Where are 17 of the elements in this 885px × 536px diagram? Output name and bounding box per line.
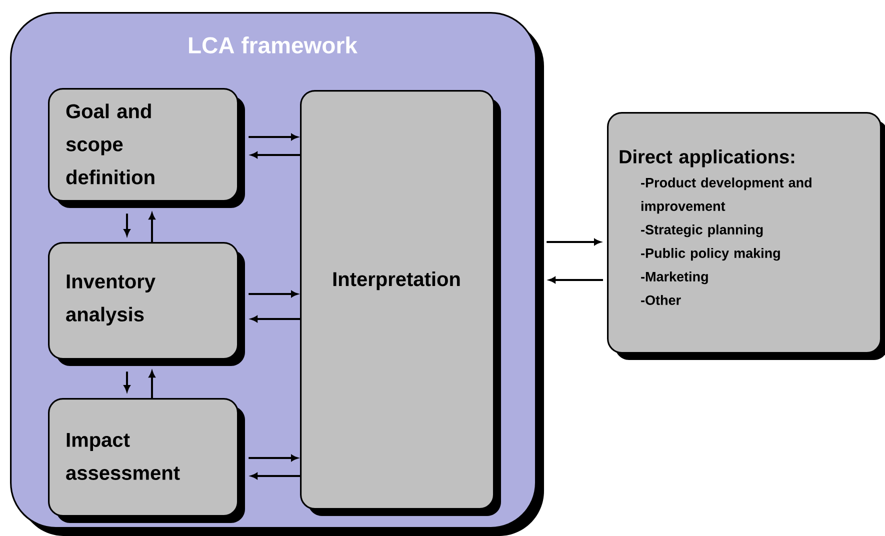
arrow (124, 372, 130, 392)
arrow (250, 472, 300, 480)
arrow (124, 214, 130, 236)
arrow (250, 316, 300, 322)
process-box: Goal and scope definition (48, 88, 245, 208)
arrow (248, 134, 298, 140)
arrow (546, 238, 601, 246)
arrow (148, 212, 156, 242)
arrow (548, 276, 603, 284)
process-box: Direct applications: -Product development and improvement -Strategic planning -Public policy making -Marketing -Other (607, 112, 885, 360)
arrow (248, 454, 298, 462)
arrow (248, 290, 298, 298)
process-box: Interpretation (300, 90, 501, 516)
arrow (250, 152, 300, 158)
arrow (148, 370, 156, 398)
process-box: Impact assessment (48, 398, 245, 523)
process-box: Inventory analysis (48, 242, 245, 366)
